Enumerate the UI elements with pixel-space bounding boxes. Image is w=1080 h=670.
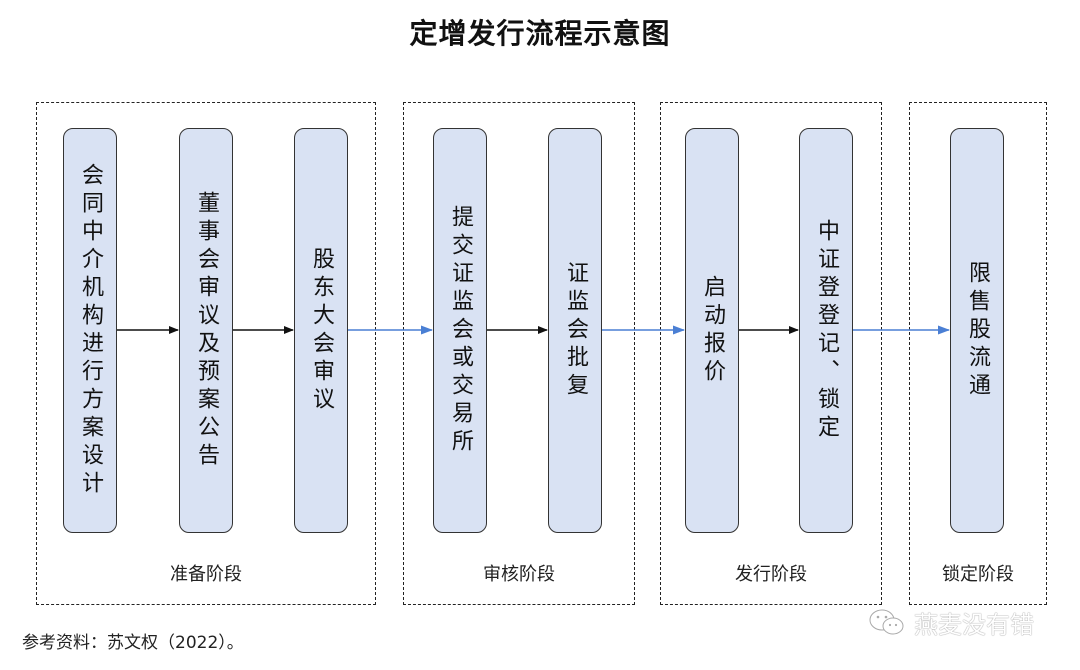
step-label: 提交证监会或交易所: [448, 204, 473, 457]
wechat-icon: [869, 609, 904, 634]
step-restricted-circulation: 限售股流通: [950, 128, 1004, 533]
source-note: 参考资料：苏文权（2022）。: [22, 633, 244, 653]
stage-label: 审核阶段: [483, 564, 555, 585]
stage-label: 准备阶段: [170, 564, 242, 585]
stage-label: 发行阶段: [735, 564, 807, 585]
stage-lockup: 锁定阶段: [909, 102, 1047, 605]
step-scheme-design: 会同中介机构进行方案设计: [63, 128, 117, 533]
step-label: 启动报价: [700, 274, 725, 387]
watermark-text: 燕麦没有错: [914, 611, 1034, 639]
stage-review: 审核阶段: [403, 102, 635, 605]
stage-issuance: 发行阶段: [660, 102, 882, 605]
stage-preparation: 准备阶段: [36, 102, 376, 605]
step-shareholder-meeting: 股东大会审议: [294, 128, 348, 533]
step-label: 董事会审议及预案公告: [194, 190, 219, 471]
step-label: 限售股流通: [965, 260, 990, 401]
step-registration-lock: 中证登登记、锁定: [799, 128, 853, 533]
step-start-pricing: 启动报价: [685, 128, 739, 533]
step-label: 中证登登记、锁定: [814, 218, 839, 443]
step-label: 证监会批复: [563, 260, 588, 401]
stage-label: 锁定阶段: [942, 564, 1014, 585]
watermark: 燕麦没有错: [868, 605, 1034, 640]
step-board-review: 董事会审议及预案公告: [179, 128, 233, 533]
step-label: 股东大会审议: [309, 246, 334, 415]
step-csrc-approval: 证监会批复: [548, 128, 602, 533]
step-label: 会同中介机构进行方案设计: [78, 162, 103, 499]
step-submit-csrc: 提交证监会或交易所: [433, 128, 487, 533]
diagram-title: 定增发行流程示意图: [409, 17, 671, 50]
